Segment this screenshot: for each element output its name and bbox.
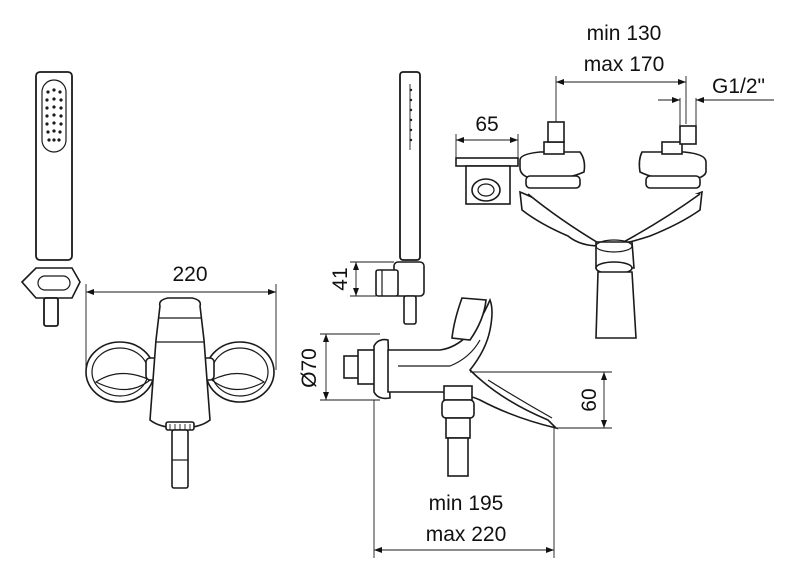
bracket-height-label: 41	[329, 267, 352, 290]
mixer-front-view	[85, 297, 275, 489]
dim-thread: G1/2"	[658, 75, 774, 128]
top-width-max-label: max 170	[584, 53, 665, 76]
diameter-label: Ø70	[298, 348, 321, 388]
bracket-width-label: 65	[475, 113, 498, 136]
wall-bracket-top-view	[455, 157, 519, 205]
depth-min-label: min 195	[429, 492, 504, 515]
top-width-min-label: min 130	[587, 22, 662, 45]
thread-label: G1/2"	[712, 75, 765, 98]
dim-front-width: 220	[85, 263, 277, 370]
hand-shower-front-view	[20, 71, 81, 327]
dim-bracket-width: 65	[455, 113, 519, 158]
dim-spout-height: 60	[470, 371, 612, 429]
depth-max-label: max 220	[426, 523, 507, 546]
dim-depth: min 195 max 220	[373, 400, 555, 558]
spout-height-label: 60	[578, 388, 601, 411]
mixer-side-view	[343, 297, 559, 477]
hand-shower-side-view	[375, 71, 425, 325]
dim-diameter: Ø70	[298, 333, 380, 401]
front-width-label: 220	[172, 263, 207, 286]
mixer-top-view	[519, 121, 707, 339]
shower-nozzle-dots	[45, 88, 63, 142]
dim-bracket-height: 41	[329, 261, 394, 297]
dim-top-width: min 130 max 170	[555, 22, 687, 124]
